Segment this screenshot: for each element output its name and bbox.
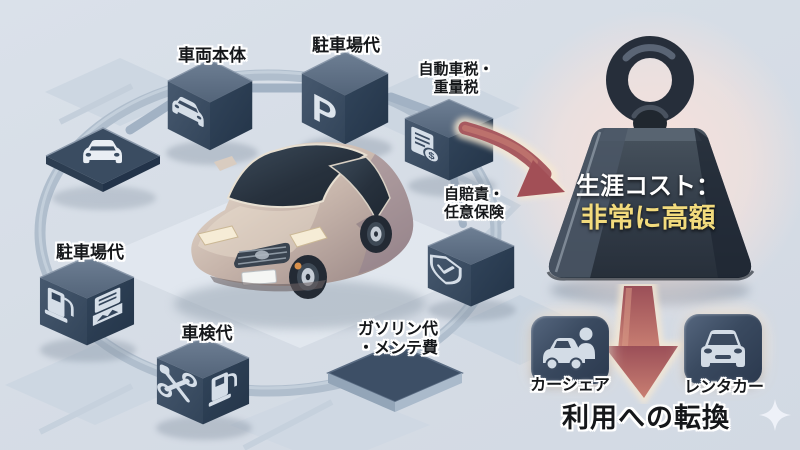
weight-caption: 生涯コスト： 非常に高額 [576, 172, 720, 236]
cost-cube-vehicle-body [166, 58, 254, 152]
weight-caption-line2: 非常に高額 [580, 203, 716, 233]
tax-document-icon: $ [411, 126, 440, 164]
label-inspection: 車検代 [181, 324, 233, 343]
gasoline-platform [326, 342, 464, 414]
cost-cube-insurance [426, 226, 516, 308]
label-rentacar: レンタカー [683, 379, 765, 396]
label-carshare: カーシェア [530, 377, 610, 394]
label-tax-line2: 重量税 [433, 78, 479, 96]
fuel-pump-icon [44, 287, 74, 323]
cost-cube-parking-top: P [300, 50, 390, 146]
shield-check-icon [429, 254, 462, 285]
rentacar-tile [684, 314, 762, 384]
label-parking-left: 駐車場代 [56, 243, 124, 262]
car-top-icon [83, 140, 122, 164]
label-insurance-line1: 自賠責・ [443, 186, 505, 203]
label-gasoline-line1: ガソリン代 [357, 321, 439, 338]
label-gasoline-maintenance: ガソリン代 ・メンテ費 [358, 321, 438, 359]
label-vehicle-body: 車両本体 [178, 46, 246, 65]
receipt-icon [92, 287, 123, 326]
label-parking-top: 駐車場代 [312, 36, 380, 55]
tax-dollar-symbol: $ [428, 150, 434, 163]
label-insurance-line2: 任意保険 [443, 203, 505, 221]
label-gasoline-line2: ・メンテ費 [357, 339, 439, 357]
carshare-tile [531, 316, 609, 384]
heavy-weight-icon [542, 28, 762, 294]
cost-cube-inspection [155, 336, 251, 426]
car-front-icon [172, 96, 204, 127]
label-tax: 自動車税・ 重量税 [418, 61, 493, 96]
sparkle-icon [758, 398, 792, 432]
weight-caption-line1: 生涯コスト： [576, 173, 720, 200]
car-tile [44, 126, 162, 196]
curved-red-arrow [447, 112, 582, 212]
label-insurance: 自賠責・ 任意保険 [444, 186, 504, 221]
tools-icon [157, 364, 197, 403]
fuel-pump-icon [208, 372, 237, 407]
conclusion-text: 利用への転換 [562, 403, 730, 433]
down-red-arrow [602, 284, 694, 404]
label-tax-line1: 自動車税・ [418, 61, 494, 78]
car-illustration [180, 128, 425, 313]
cost-cube-parking-left [38, 255, 136, 347]
rentacar-icon [701, 330, 745, 367]
carshare-icon [543, 327, 595, 371]
